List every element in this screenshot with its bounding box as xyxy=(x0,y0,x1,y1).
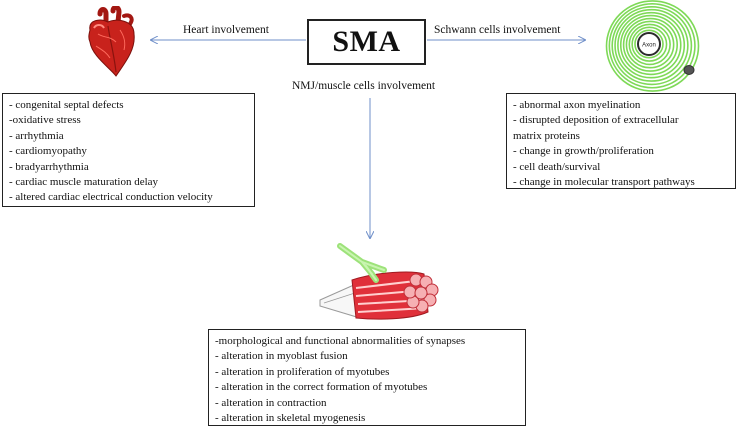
myelinated-axon-icon: Axon xyxy=(605,0,700,92)
heart-effect-item: - cardiac muscle maturation delay xyxy=(9,176,159,189)
nmj-effect-item: -morphological and functional abnormalit… xyxy=(215,335,466,347)
schwann-involvement-label: Schwann cells involvement xyxy=(434,24,561,36)
nmj-effects-box: -morphological and functional abnormalit… xyxy=(208,329,526,426)
schwann-effects-box: - abnormal axon myelination - disrupted … xyxy=(506,93,736,189)
schwann-effect-item: - cell death/survival xyxy=(513,160,601,173)
heart-effects-box: - congenital septal defects -oxidative s… xyxy=(2,93,255,207)
myelin-layer xyxy=(611,5,693,86)
schwann-effect-item: - change in growth/proliferation xyxy=(513,145,654,158)
myelin-layer xyxy=(634,29,664,59)
nmj-effect-item: - alteration in skeletal myogenesis xyxy=(215,412,366,425)
nmj-involvement-label: NMJ/muscle cells involvement xyxy=(292,80,436,92)
myelin-layer xyxy=(625,20,675,69)
schwann-effect-item: - abnormal axon myelination xyxy=(513,99,641,111)
nmj-effect-item: - alteration in myoblast fusion xyxy=(215,350,348,363)
nmj-effect-item: - alteration in contraction xyxy=(215,396,327,409)
myelin-layer xyxy=(619,14,682,76)
neuromuscular-junction-icon xyxy=(319,243,439,320)
schwann-effect-item: - change in molecular transport pathways xyxy=(513,176,695,189)
heart-involvement-label: Heart involvement xyxy=(183,24,269,36)
schwann-effect-item: - disrupted deposition of extracellular xyxy=(513,114,679,127)
axon-label: Axon xyxy=(642,43,656,49)
myelin-layer xyxy=(622,17,679,72)
myelin-layer xyxy=(617,11,686,79)
myelin-layer xyxy=(631,26,668,62)
schwann-effect-item: matrix proteins xyxy=(513,129,580,142)
heart-effect-item: - congenital septal defects xyxy=(9,99,124,111)
nmj-effect-item: - alteration in the correct formation of… xyxy=(215,381,428,394)
heart-effect-item: - cardiomyopathy xyxy=(9,145,87,158)
heart-effect-item: - bradyarrhythmia xyxy=(9,160,89,173)
nmj-effect-item: - alteration in proliferation of myotube… xyxy=(215,365,390,378)
myelin-layer xyxy=(605,0,700,92)
myelin-layer xyxy=(608,3,696,89)
myelin-layer xyxy=(614,8,689,82)
sma-title-box: SMA xyxy=(307,19,426,65)
sma-title: SMA xyxy=(332,25,401,58)
heart-effect-item: - arrhythmia xyxy=(9,129,64,142)
heart-effect-item: -oxidative stress xyxy=(9,114,81,127)
heart-effect-item: - altered cardiac electrical conduction … xyxy=(9,191,213,204)
myelin-layer xyxy=(628,23,671,66)
heart-icon xyxy=(88,6,135,77)
